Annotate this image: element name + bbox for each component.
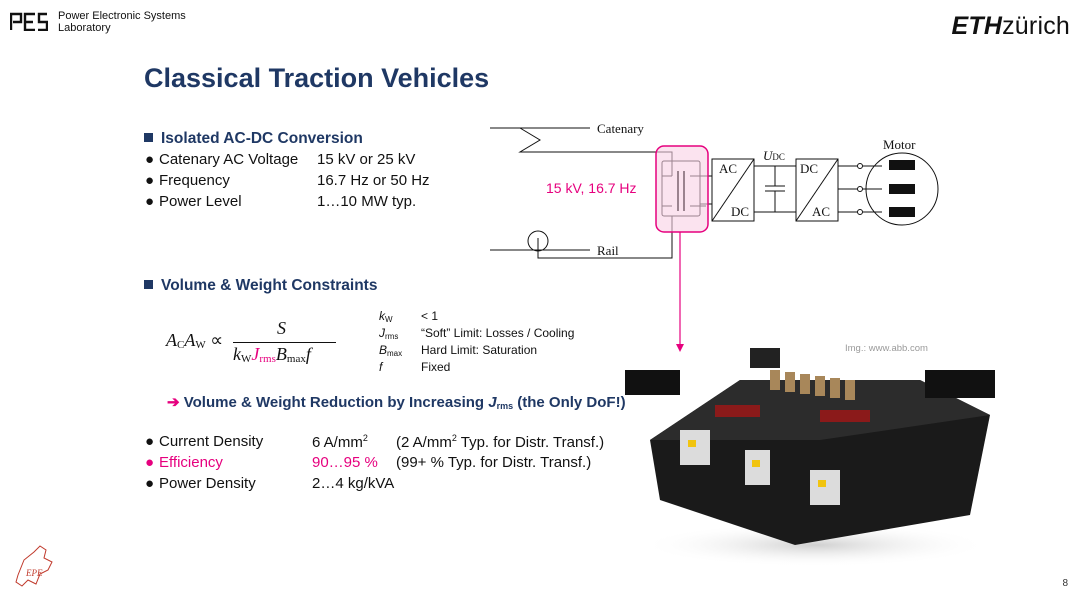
legend-desc: < 1 (421, 309, 439, 323)
lab-name-line2: Laboratory (58, 22, 111, 34)
page-number: 8 (1062, 578, 1068, 589)
legend-sub: W (385, 315, 393, 324)
conclusion-sym: J (488, 394, 497, 411)
item-note-sup: 2 (451, 433, 457, 443)
legend-symbol: Bmax (379, 343, 402, 358)
section2-heading-text: Volume & Weight Constraints (161, 277, 378, 294)
conclusion-pre: Volume & Weight Reduction by Increasing (183, 394, 489, 411)
conclusion-sub: rms (496, 401, 514, 411)
formula-fraction-bar (233, 342, 336, 343)
conv2-top-label: DC (800, 161, 819, 176)
item-note-post: Typ. for Distr. Transf.) (456, 434, 605, 451)
list-item: ●Power Density (145, 475, 256, 492)
item-value: 16.7 Hz or 50 Hz (317, 172, 430, 189)
legend-symbol: kW (379, 309, 393, 324)
conclusion-post: (the Only DoF!) (513, 394, 626, 411)
bullet-square-icon (144, 133, 153, 142)
catenary-label: Catenary (597, 121, 644, 136)
svg-text:EPE: EPE (25, 568, 43, 578)
legend-symbol: Jrms (379, 326, 398, 341)
item-label: Frequency (159, 172, 230, 189)
traction-converter-photo (625, 348, 995, 567)
item-value: 1…10 MW typ. (317, 193, 417, 210)
conv1-bottom-label: DC (731, 204, 750, 219)
legend-desc: Fixed (421, 360, 451, 374)
formula-lhs-a1: A (166, 330, 177, 350)
motor-label: Motor (883, 137, 916, 152)
arrow-right-icon: ➔ (167, 394, 180, 411)
image-credit: Img.: www.abb.com (845, 343, 928, 354)
legend-sym: k (379, 309, 385, 323)
item-value-text: 6 A/mm (312, 434, 363, 451)
udc-label: UDC (763, 148, 785, 164)
formula-denominator: kWJrmsBmaxf (233, 344, 311, 365)
legend-sym: f (379, 360, 383, 374)
bullet-square-icon (144, 280, 153, 289)
legend-desc: Hard Limit: Saturation (421, 343, 538, 357)
conv2-bottom-label: AC (812, 204, 831, 219)
item-value: 90…95 % (312, 454, 378, 471)
item-label: Efficiency (159, 454, 223, 471)
formula-lhs-a2: A (184, 330, 196, 350)
transformer-rating-label: 15 kV, 16.7 Hz (546, 180, 637, 196)
formula-lhs: ACAW ∝ (166, 330, 224, 351)
section2-heading: Volume & Weight Constraints (144, 277, 377, 295)
list-item: ●Power Level (145, 193, 242, 210)
section1-heading-text: Isolated AC-DC Conversion (161, 130, 363, 147)
conclusion-line: ➔ Volume & Weight Reduction by Increasin… (167, 393, 626, 411)
list-item: ●Catenary AC Voltage (145, 151, 299, 168)
legend-symbol: f (379, 360, 382, 374)
rail-label: Rail (597, 243, 619, 258)
europe-map-logo: EPE (15, 545, 53, 587)
item-label: Power Density (159, 475, 256, 492)
slide-title: Classical Traction Vehicles (144, 63, 490, 93)
list-item: ●Efficiency (145, 454, 223, 471)
item-label: Catenary AC Voltage (159, 151, 299, 168)
item-note: (99+ % Typ. for Distr. Transf.) (396, 454, 592, 471)
udc-sub: DC (772, 152, 785, 162)
eth-logo: ETHzürich (952, 12, 1071, 41)
item-label: Current Density (159, 433, 264, 450)
udc-symbol: U (763, 148, 773, 163)
item-value: 6 A/mm2 (312, 433, 368, 451)
formula-numerator: S (277, 318, 286, 338)
pantograph (518, 127, 673, 176)
legend-sym: J (379, 326, 385, 340)
eth-logo-bold: ETH (951, 12, 1003, 40)
lab-name: Power Electronic Systems Laboratory (58, 10, 186, 34)
item-note-pre: (2 A/mm (396, 434, 452, 451)
list-item: ●Frequency (145, 172, 230, 189)
transformer-highlight (655, 145, 709, 233)
item-value: 15 kV or 25 kV (317, 151, 416, 168)
traction-circuit-diagram (490, 127, 939, 352)
arrow-down-icon (676, 344, 684, 352)
section1-heading: Isolated AC-DC Conversion (144, 130, 363, 148)
item-label: Power Level (159, 193, 242, 210)
pes-logo (10, 12, 48, 31)
list-item: ●Current Density (145, 433, 264, 450)
eth-logo-zurich: zürich (1002, 12, 1070, 40)
wheel-icon (527, 230, 549, 252)
legend-sub: rms (385, 332, 399, 341)
item-value: 2…4 kg/kVA (312, 475, 395, 492)
item-note: (2 A/mm2 Typ. for Distr. Transf.) (396, 433, 604, 451)
legend-sub: max (387, 349, 403, 358)
lab-name-line1: Power Electronic Systems (58, 10, 186, 22)
legend-sym: B (379, 343, 388, 357)
conv1-top-label: AC (719, 161, 738, 176)
legend-desc: “Soft” Limit: Losses / Cooling (421, 326, 575, 340)
item-value-sup: 2 (362, 433, 368, 443)
motor-icon (865, 152, 939, 226)
